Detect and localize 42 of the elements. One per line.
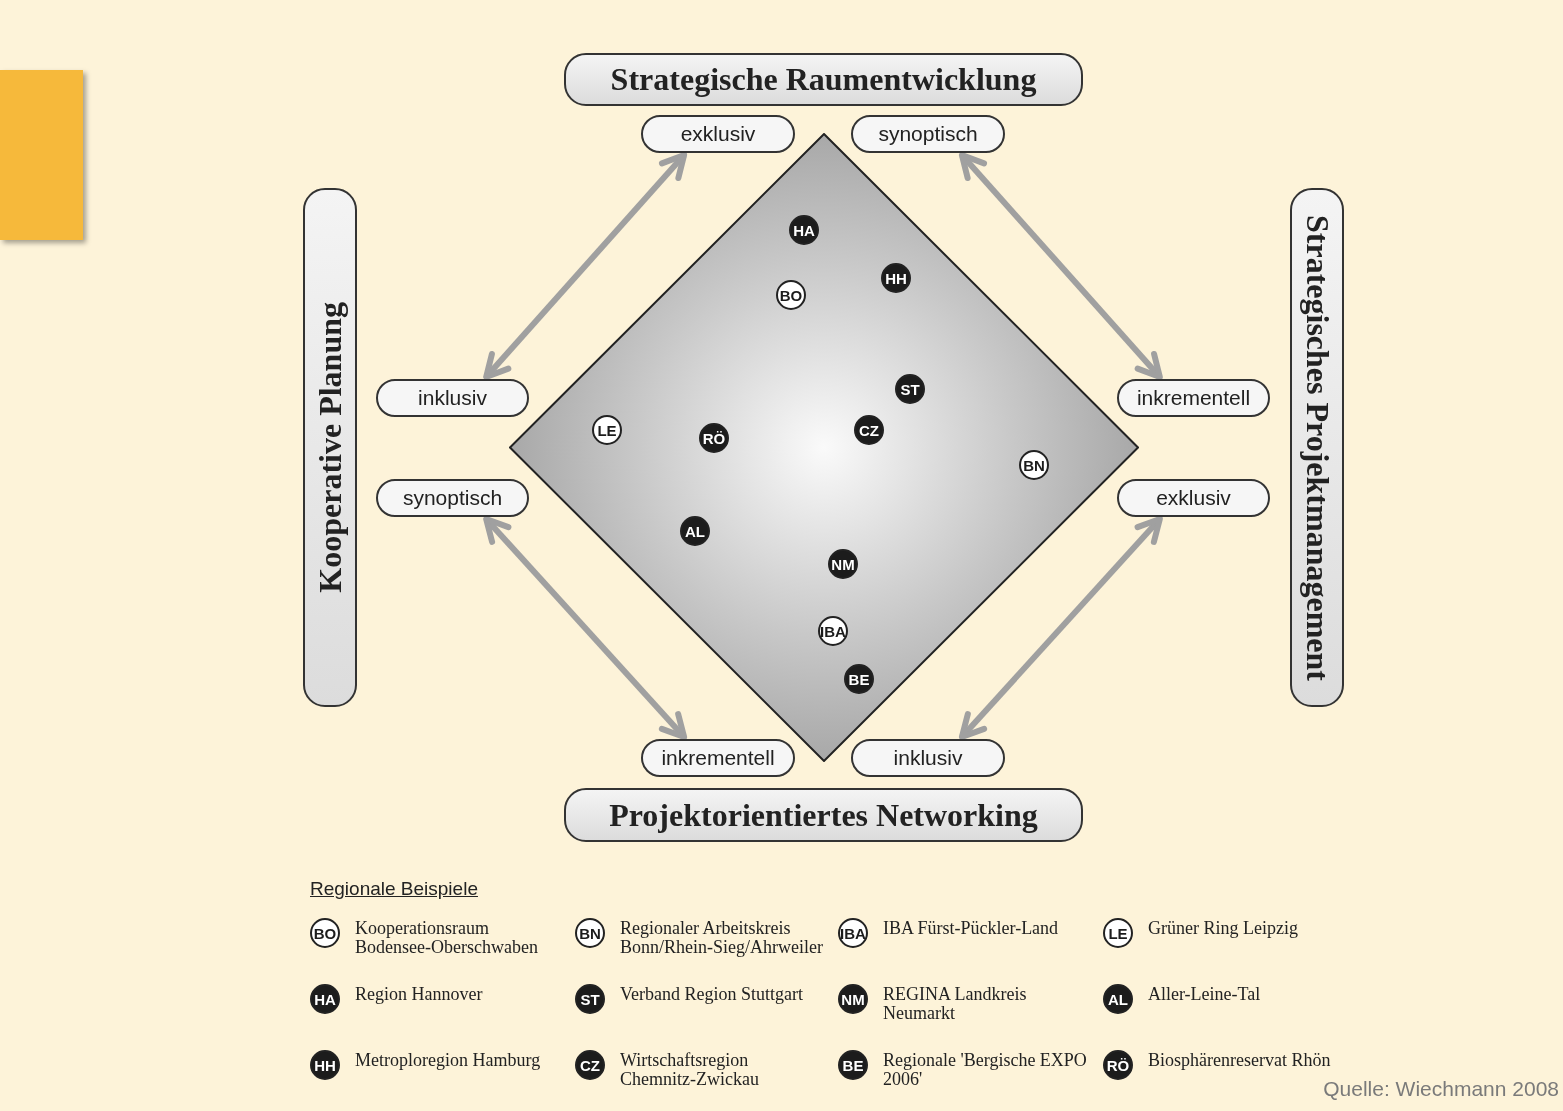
double-arrow xyxy=(958,152,1163,380)
region-marker: NM xyxy=(838,984,868,1014)
attribute-tag: inkrementell xyxy=(641,739,795,777)
legend-heading: Regionale Beispiele xyxy=(310,878,478,900)
region-marker: RÖ xyxy=(1103,1050,1133,1080)
attribute-tag: synoptisch xyxy=(376,479,529,517)
region-marker: IBA xyxy=(838,918,868,948)
legend-text: Wirtschaftsregion Chemnitz-Zwickau xyxy=(620,1051,760,1089)
legend-text: REGINA Landkreis Neumarkt xyxy=(883,985,1028,1023)
double-arrow xyxy=(958,516,1163,740)
legend-text: Aller-Leine-Tal xyxy=(1148,985,1262,1004)
region-marker: BN xyxy=(575,918,605,948)
legend-text: Verband Region Stuttgart xyxy=(620,985,804,1004)
region-marker: HH xyxy=(310,1050,340,1080)
region-marker: BE xyxy=(838,1050,868,1080)
attribute-tag: inklusiv xyxy=(376,379,529,417)
attribute-tag: exklusiv xyxy=(1117,479,1270,517)
region-marker: BO xyxy=(310,918,340,948)
region-marker: AL xyxy=(1103,984,1133,1014)
legend-text: Kooperationsraum Bodensee-Oberschwaben xyxy=(355,919,539,957)
region-marker: LE xyxy=(1103,918,1133,948)
attribute-tag: inklusiv xyxy=(851,739,1005,777)
approach-heading: Projektorientiertes Networking xyxy=(564,788,1083,842)
legend-text: Regionale 'Bergische EXPO 2006' xyxy=(883,1051,1088,1089)
region-marker: CZ xyxy=(575,1050,605,1080)
attribute-tag: synoptisch xyxy=(851,115,1005,153)
legend-text: IBA Fürst-Pückler-Land xyxy=(883,919,1060,938)
double-arrow xyxy=(483,152,688,380)
legend-text: Metroploregion Hamburg xyxy=(355,1051,542,1070)
legend-text: Grüner Ring Leipzig xyxy=(1148,919,1299,938)
legend-text: Biosphärenreservat Rhön xyxy=(1148,1051,1332,1070)
double-arrow xyxy=(483,516,688,740)
source-note: Quelle: Wiechmann 2008 xyxy=(1323,1077,1559,1101)
legend-text: Region Hannover xyxy=(355,985,484,1004)
attribute-tag: inkrementell xyxy=(1117,379,1270,417)
legend-text: Regionaler Arbeitskreis Bonn/Rhein-Sieg/Ahrweiler xyxy=(620,919,824,957)
approach-heading: Strategische Raumentwicklung xyxy=(564,53,1083,106)
region-marker: HA xyxy=(310,984,340,1014)
region-marker: ST xyxy=(575,984,605,1014)
approach-heading: Strategisches Projektmanagement xyxy=(1290,188,1344,707)
attribute-tag: exklusiv xyxy=(641,115,795,153)
approach-heading: Kooperative Planung xyxy=(303,188,357,707)
